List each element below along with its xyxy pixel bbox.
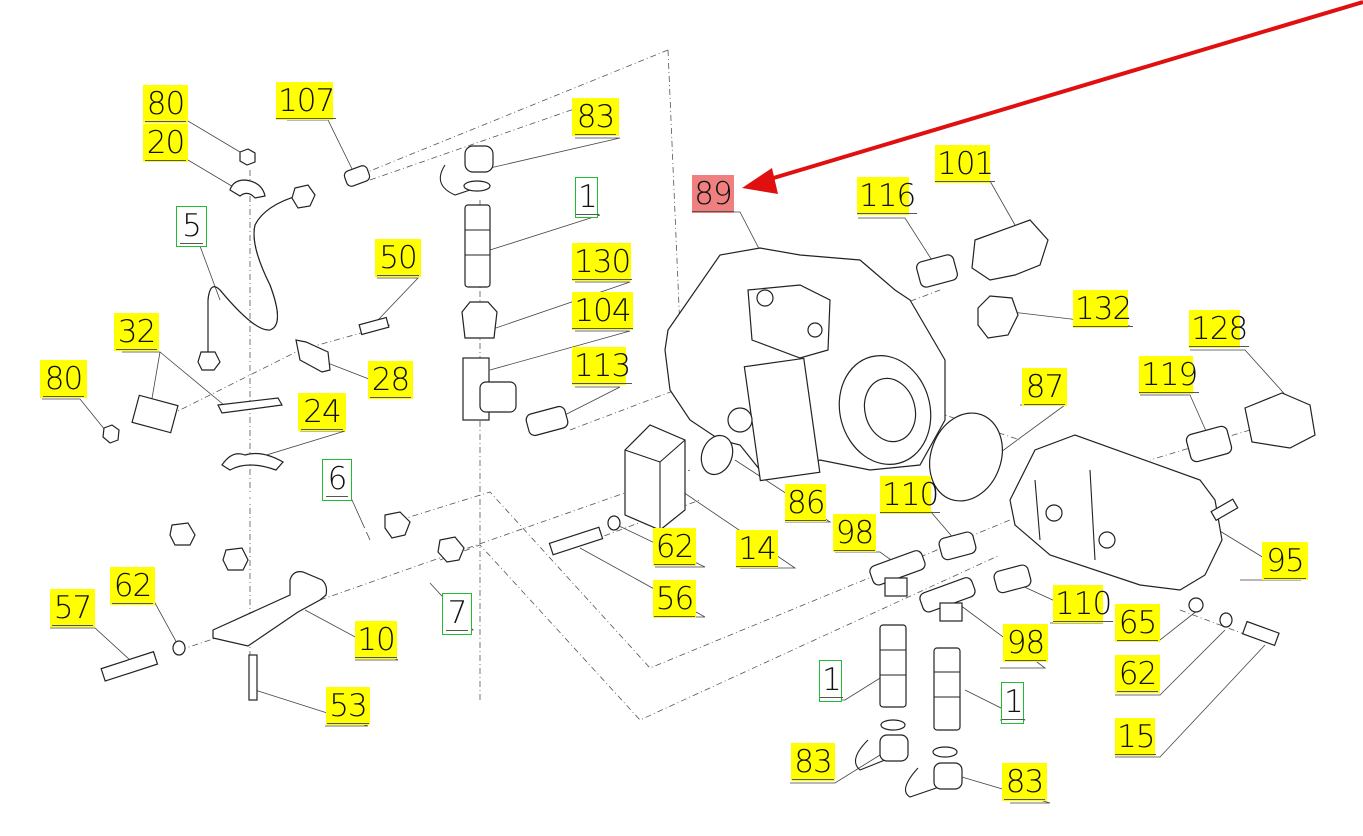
part-fitting-113 — [525, 405, 569, 437]
part-bolt-50 — [358, 316, 390, 336]
part-fitting-110b — [993, 564, 1032, 594]
part-plate-32a — [131, 394, 179, 434]
callout-101[interactable]: 101 — [935, 145, 996, 183]
part-bracket-28 — [295, 339, 331, 373]
callout-5[interactable]: 5 — [176, 206, 207, 247]
part-cap-83c — [904, 767, 946, 798]
part-coupler-1b — [879, 624, 907, 708]
part-fitting-107 — [343, 165, 371, 187]
callout-116[interactable]: 116 — [857, 177, 918, 215]
part-plate-32b — [217, 397, 283, 414]
callout-6[interactable]: 6 — [322, 459, 352, 501]
callout-87[interactable]: 87 — [1022, 368, 1067, 406]
part-fitting-110a — [938, 531, 977, 561]
callout-15[interactable]: 15 — [1115, 718, 1157, 756]
callout-14[interactable]: 14 — [736, 530, 778, 568]
part-coupler-1c — [933, 647, 961, 731]
part-bolt-53 — [248, 654, 258, 701]
part-washer-62c — [1219, 612, 1233, 628]
callout-56[interactable]: 56 — [653, 580, 696, 618]
part-washer-62b — [172, 640, 186, 656]
callout-83[interactable]: 83 — [1002, 763, 1047, 801]
callout-86[interactable]: 86 — [785, 484, 827, 522]
callout-89-highlighted[interactable]: 89 — [692, 175, 734, 213]
callout-62[interactable]: 62 — [653, 528, 696, 566]
part-coupler-1a — [464, 204, 491, 288]
part-bracket-10 — [212, 571, 328, 647]
part-tee-98a — [869, 550, 926, 586]
part-fitting-119 — [1185, 425, 1233, 463]
part-clamp-20 — [229, 179, 266, 199]
callout-119[interactable]: 119 — [1139, 356, 1200, 394]
callout-62[interactable]: 62 — [1115, 655, 1160, 693]
callout-32[interactable]: 32 — [114, 313, 159, 351]
callout-10[interactable]: 10 — [355, 621, 397, 659]
part-bolt-56 — [548, 526, 604, 556]
part-nut-80 — [239, 148, 256, 166]
part-fitting-116 — [916, 254, 958, 288]
callout-1[interactable]: 1 — [575, 177, 599, 218]
callout-80[interactable]: 80 — [40, 360, 87, 398]
callout-1[interactable]: 1 — [1001, 682, 1025, 724]
part-nut-80b — [102, 424, 120, 444]
part-tee-101 — [971, 219, 1049, 281]
part-clamp-24 — [221, 452, 284, 471]
parts — [100, 145, 1316, 798]
callout-132[interactable]: 132 — [1073, 290, 1134, 328]
callout-113[interactable]: 113 — [572, 347, 633, 385]
part-oring-87 — [929, 412, 1003, 502]
part-bolt-57 — [100, 650, 159, 682]
callout-128[interactable]: 128 — [1189, 310, 1250, 348]
callout-65[interactable]: 65 — [1115, 604, 1160, 642]
part-fitting-132 — [977, 295, 1019, 339]
callout-1[interactable]: 1 — [819, 660, 843, 702]
part-washer-62a — [607, 515, 621, 531]
part-washer-65 — [1188, 597, 1204, 613]
part-pipe-5 — [207, 194, 301, 355]
callout-83[interactable]: 83 — [791, 743, 835, 781]
callout-130[interactable]: 130 — [572, 243, 633, 281]
part-cap-83a — [439, 164, 471, 196]
part-block-14 — [624, 424, 686, 531]
callout-20[interactable]: 20 — [143, 124, 188, 162]
callout-110[interactable]: 110 — [880, 476, 941, 514]
part-pipe-7 — [234, 493, 451, 561]
callout-28[interactable]: 28 — [368, 361, 413, 399]
part-oring-86 — [700, 434, 734, 476]
part-cap-83b — [854, 739, 891, 771]
callout-107[interactable]: 107 — [276, 82, 337, 120]
highlight-arrow — [742, 0, 1363, 194]
callout-98[interactable]: 98 — [833, 514, 876, 552]
part-nut-128 — [1244, 392, 1316, 449]
callout-50[interactable]: 50 — [375, 239, 421, 277]
callout-62[interactable]: 62 — [110, 567, 155, 605]
callout-7[interactable]: 7 — [442, 593, 472, 635]
callout-110[interactable]: 110 — [1053, 585, 1114, 623]
callout-95[interactable]: 95 — [1262, 542, 1308, 580]
part-bolt-15 — [1241, 620, 1280, 647]
callout-98[interactable]: 98 — [1003, 624, 1048, 662]
callout-104[interactable]: 104 — [572, 292, 633, 330]
callout-24[interactable]: 24 — [298, 393, 346, 431]
part-gear-pump-95 — [1009, 434, 1223, 591]
part-adapter-130 — [461, 301, 498, 339]
callout-80[interactable]: 80 — [143, 85, 188, 123]
callout-57[interactable]: 57 — [50, 589, 95, 627]
callout-53[interactable]: 53 — [326, 687, 370, 725]
callout-83[interactable]: 83 — [572, 98, 619, 136]
